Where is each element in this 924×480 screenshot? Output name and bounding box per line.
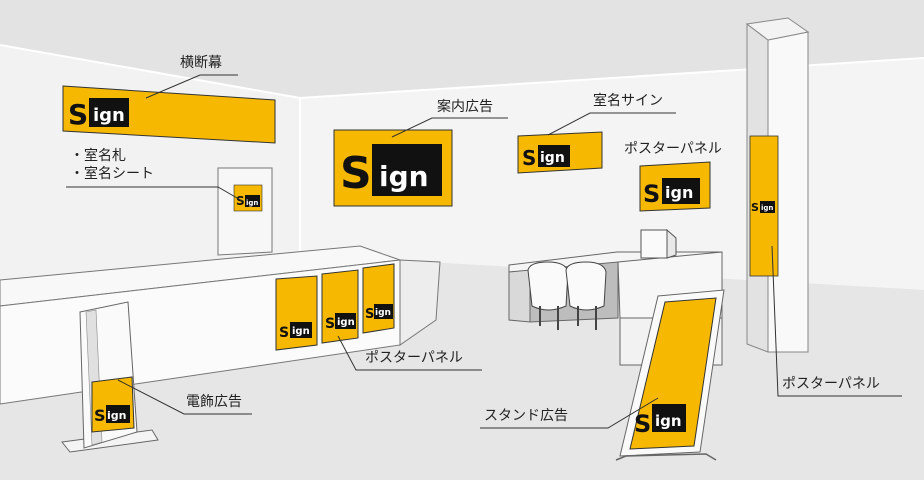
counter-panel-2-body <box>322 270 358 343</box>
counter-panel-3-logo-word: ign <box>375 308 391 318</box>
pillar-logo-word: ign <box>761 204 773 212</box>
chair-right <box>566 262 606 310</box>
counter-panel-3-body <box>363 264 394 333</box>
electric-logo-word: ign <box>107 409 126 422</box>
counter-poster-panel-1: S ign <box>276 276 317 350</box>
label-poster-panel-pillar: ポスターパネル <box>782 376 880 392</box>
room-plate-logo: S ign <box>236 194 260 208</box>
wall-poster-logo-word: ign <box>665 183 693 202</box>
pillar-poster-logo: S ign <box>751 201 775 214</box>
banner-logo-s: S <box>68 98 88 131</box>
monitor <box>641 230 667 258</box>
room-sign-logo-s: S <box>522 146 536 170</box>
desk-side <box>509 270 530 322</box>
room-sign-logo-word: ign <box>540 150 565 166</box>
banner-logo-word: ign <box>93 105 125 126</box>
counter-poster-panel-2: S ign <box>322 270 358 343</box>
counter-panel-3-logo-s: S <box>365 307 374 322</box>
label-electric-sign: 電飾広告 <box>186 394 242 410</box>
label-poster-panel-counter: ポスターパネル <box>365 350 463 366</box>
door <box>218 168 272 255</box>
label-room-plate: ・室名札 <box>70 148 126 164</box>
label-poster-panel-wall: ポスターパネル <box>624 141 722 157</box>
counter-poster-panel-3: S ign <box>363 264 394 333</box>
wall-poster-logo: S ign <box>643 178 700 208</box>
label-room-sign: 室名サイン <box>593 93 663 109</box>
banner-logo: S ign <box>68 98 129 131</box>
room-plate-logo-s: S <box>236 194 245 208</box>
stand-logo-s: S <box>634 410 651 438</box>
label-stand-sign: スタンド広告 <box>484 408 568 424</box>
counter-panel-2-logo-word: ign <box>337 317 355 328</box>
stand-logo-word: ign <box>655 412 682 430</box>
info-sign-logo: S ign <box>340 144 442 199</box>
info-logo-word: ign <box>379 160 429 193</box>
chair-left <box>528 262 568 310</box>
electric-logo-s: S <box>94 406 106 425</box>
pillar-logo-s: S <box>751 201 759 214</box>
counter-panel-1-logo-word: ign <box>292 326 310 337</box>
label-info-sign: 案内広告 <box>437 99 493 115</box>
wall-poster-logo-s: S <box>643 180 660 208</box>
room-plate-logo-word: ign <box>246 199 258 207</box>
counter-panel-2-logo-s: S <box>325 316 335 332</box>
label-room-sheet: ・室名シート <box>70 166 154 182</box>
info-logo-s: S <box>340 148 372 199</box>
room-sign-logo: S ign <box>522 145 570 170</box>
label-banner: 横断幕 <box>180 55 222 71</box>
counter-panel-1-logo-s: S <box>279 325 289 341</box>
